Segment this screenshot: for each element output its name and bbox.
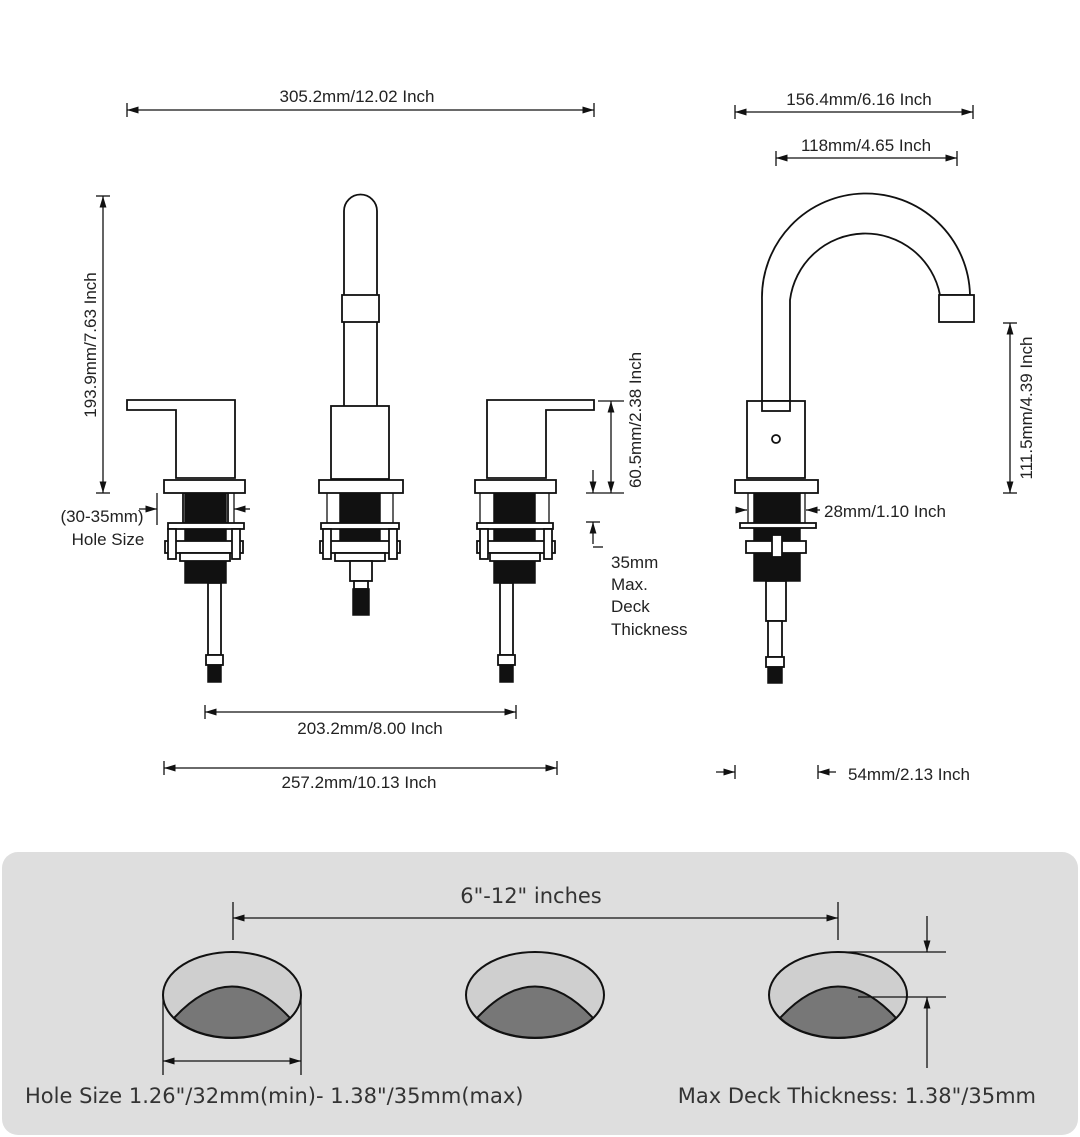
hole-size-annotation: (30-35mm) Hole Size: [60, 505, 250, 549]
spout-clearance-dimension: 111.5mm/4.39 Inch: [1003, 322, 1036, 494]
shank-diameter-annotation: 28mm/1.10 Inch: [735, 502, 946, 521]
overall-width-dimension: 305.2mm/12.02 Inch: [126, 87, 595, 117]
handle-height-label: 60.5mm/2.38 Inch: [626, 352, 645, 488]
hole-size-spec: Hole Size 1.26"/32mm(min)- 1.38"/35mm(ma…: [25, 1084, 523, 1108]
deck-thickness-label: Deck: [611, 597, 650, 616]
center-spread-label: 203.2mm/8.00 Inch: [297, 719, 443, 738]
mounting-hole-right: [768, 951, 908, 1039]
hole-size-range: (30-35mm): [60, 507, 143, 526]
base-diameter-label: 54mm/2.13 Inch: [848, 765, 970, 784]
overall-height-dimension: 193.9mm/7.63 Inch: [81, 195, 110, 494]
mounting-hole-center: [465, 951, 605, 1039]
deck-thickness-label: Max.: [611, 575, 648, 594]
deck-thickness-label: 35mm: [611, 553, 658, 572]
center-spout-front: [318, 193, 404, 616]
base-diameter-dimension: 54mm/2.13 Inch: [716, 765, 970, 784]
spread-label: 6"-12" inches: [460, 884, 602, 908]
deck-thickness-label: Thickness: [611, 620, 688, 639]
base-width-label: 257.2mm/10.13 Inch: [282, 773, 437, 792]
installation-panel: 6"-12" inches Hole Size 1.26"/32mm(min)-…: [2, 852, 1078, 1135]
hole-size-label: Hole Size: [72, 530, 145, 549]
spout-depth-dimension: 156.4mm/6.16 Inch: [734, 90, 974, 119]
right-handle-valve: [474, 399, 595, 683]
overall-height-label: 193.9mm/7.63 Inch: [81, 272, 100, 418]
center-spread-dimension: 203.2mm/8.00 Inch: [204, 705, 517, 738]
shank-diameter-label: 28mm/1.10 Inch: [824, 502, 946, 521]
spout-side-view: [734, 192, 975, 684]
handle-height-dimension: 60.5mm/2.38 Inch: [586, 352, 645, 494]
deck-thickness-spec: Max Deck Thickness: 1.38"/35mm: [678, 1084, 1036, 1108]
spout-reach-dimension: 118mm/4.65 Inch: [775, 136, 958, 166]
deck-thickness-annotation: 35mm Max. Deck Thickness: [586, 521, 688, 639]
spout-reach-label: 118mm/4.65 Inch: [801, 136, 931, 155]
left-handle-valve: [126, 399, 246, 683]
mounting-hole-left: [162, 951, 302, 1039]
base-width-dimension: 257.2mm/10.13 Inch: [163, 761, 558, 792]
overall-width-label: 305.2mm/12.02 Inch: [280, 87, 435, 106]
spout-depth-label: 156.4mm/6.16 Inch: [786, 90, 932, 109]
spout-clearance-label: 111.5mm/4.39 Inch: [1017, 336, 1036, 479]
